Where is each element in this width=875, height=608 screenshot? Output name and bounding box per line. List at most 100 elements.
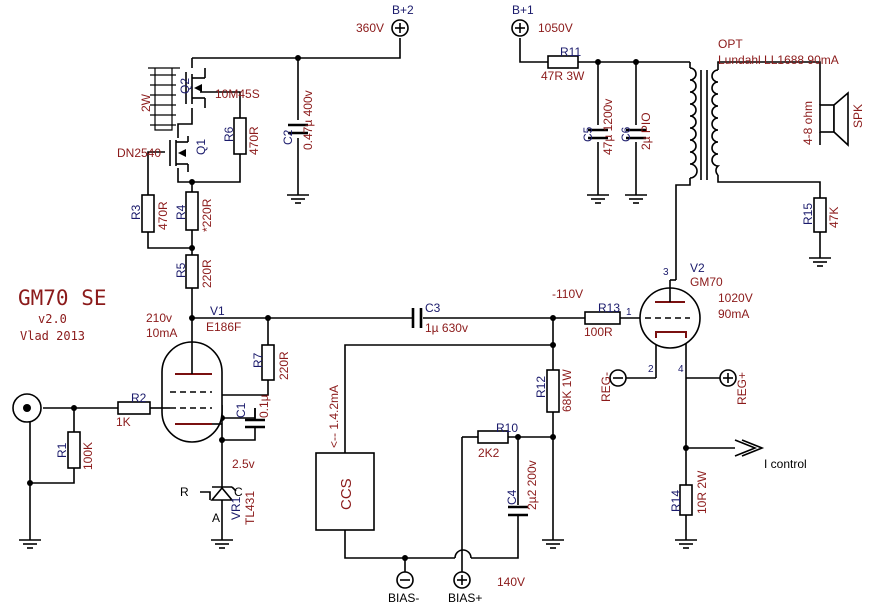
r12-ref: R12 (534, 376, 548, 398)
r1-body (67, 431, 81, 469)
v2-grid-voltage: -110V (552, 287, 583, 301)
c1-ref: C1 (234, 402, 248, 418)
r11-body (547, 55, 579, 69)
r5-body (185, 254, 199, 289)
vr1-type: TL431 (243, 491, 257, 525)
c1-symbol (245, 418, 265, 429)
r15-body (813, 197, 827, 233)
opt-transformer-icon (689, 67, 721, 180)
v1-current: 10mA (146, 326, 177, 340)
c6-symbol (626, 128, 646, 140)
r5-ref: R5 (174, 262, 188, 278)
r6-body (233, 117, 247, 155)
ccs-current: <-- 1.4.2mA (327, 385, 341, 448)
heatsink-rating: 2W (139, 93, 153, 112)
c3-symbol (411, 308, 423, 328)
reg-minus-terminal-icon (609, 369, 627, 387)
r2-value: 1K (116, 415, 131, 429)
bias-minus-terminal-icon (396, 571, 414, 589)
c2-ref: C2 (281, 129, 295, 145)
ground-symbols (19, 194, 831, 549)
v2-pin-3: 3 (663, 267, 669, 278)
v1-tube-icon (161, 340, 223, 443)
r5-value: 220R (200, 259, 214, 288)
c4-value: 2µ2 200v (525, 460, 539, 510)
bias-voltage: 140V (497, 575, 525, 589)
i-control-label: I control (764, 457, 807, 471)
v2-type: GM70 (690, 275, 723, 289)
c1-value: 0.1µ (257, 394, 271, 418)
project-title: GM70 SE (18, 286, 107, 310)
r12-body (546, 369, 560, 413)
r10-value: 2K2 (478, 446, 500, 460)
r14-ref: R14 (669, 490, 683, 512)
q1-ref: Q1 (194, 139, 208, 155)
v1-type: E186F (206, 320, 241, 334)
r3-body (141, 194, 155, 233)
v2-current: 90mA (718, 307, 749, 321)
c3-ref: C3 (425, 301, 441, 315)
c2-symbol (288, 123, 308, 135)
r13-value: 100R (584, 325, 613, 339)
r6-value: 470R (247, 126, 261, 155)
input-jack-icon (12, 393, 42, 423)
r15-value: 47K (827, 207, 841, 228)
reg-minus-label: REG- (599, 372, 613, 402)
v2-tube-icon (639, 279, 701, 349)
r3-ref: R3 (129, 204, 143, 220)
opt-model: Lundahl LL1688 90mA (718, 53, 839, 67)
v1-cathode-voltage: 2.5v (232, 457, 255, 471)
b1-name: B+1 (512, 3, 534, 17)
r14-body (679, 484, 693, 516)
r4-body (185, 191, 199, 231)
r12-value: 68K 1W (560, 369, 574, 412)
r15-ref: R15 (801, 203, 815, 225)
r7-ref: R7 (251, 352, 265, 368)
i-control-arrow-icon (734, 439, 765, 457)
q2-mosfet-icon (185, 68, 206, 108)
r2-body (117, 401, 151, 415)
b2-terminal-icon (391, 19, 409, 37)
vr1-shunt-icon (210, 485, 237, 510)
c3-value: 1µ 630v (425, 321, 468, 335)
vr1-ref: VR1 (229, 496, 243, 520)
b1-voltage: 1050V (538, 21, 573, 35)
resistors (67, 55, 827, 516)
project-version: v2.0 (38, 312, 67, 326)
q1-mosfet-icon (169, 136, 189, 172)
spk-label: SPK (851, 104, 865, 128)
r11-ref: R11 (560, 45, 581, 59)
v2-pin-1: 1 (626, 307, 632, 318)
c5-ref: C5 (581, 126, 595, 142)
ccs-label: CCS (338, 478, 355, 510)
r7-body (261, 344, 275, 381)
c5-symbol (588, 128, 608, 140)
c2-value: 0.47µ 400v (301, 90, 315, 150)
junctions (27, 55, 689, 561)
r13-body (584, 311, 621, 325)
q2-type: 10M45S (215, 87, 260, 101)
speaker-icon (819, 91, 849, 147)
bias-plus-label: BIAS+ (448, 591, 482, 605)
r4-ref: R4 (174, 204, 188, 220)
b1-terminal-icon (511, 19, 529, 37)
impedance-label: 4-8 ohm (801, 101, 815, 145)
r3-value: 470R (156, 201, 170, 230)
project-author: Vlad 2013 (20, 329, 85, 343)
c5-value: 47µ 1200v (601, 99, 615, 155)
wires (29, 38, 821, 580)
r14-value: 10R 2W (695, 470, 709, 514)
r10-ref: R10 (496, 421, 518, 435)
ccs-box (315, 452, 375, 531)
reg-plus-terminal-icon (719, 369, 737, 387)
v1-voltage: 210v (146, 311, 172, 325)
r4-value: *220R (200, 198, 214, 232)
v2-voltage: 1020V (718, 291, 753, 305)
bias-minus-label: BIAS- (388, 591, 419, 605)
v2-pin-4: 4 (678, 364, 684, 375)
r6-ref: R6 (222, 126, 236, 142)
reg-plus-label: REG+ (735, 372, 749, 405)
q1-type: DN2540 (117, 146, 161, 160)
r1-ref: R1 (55, 442, 69, 458)
